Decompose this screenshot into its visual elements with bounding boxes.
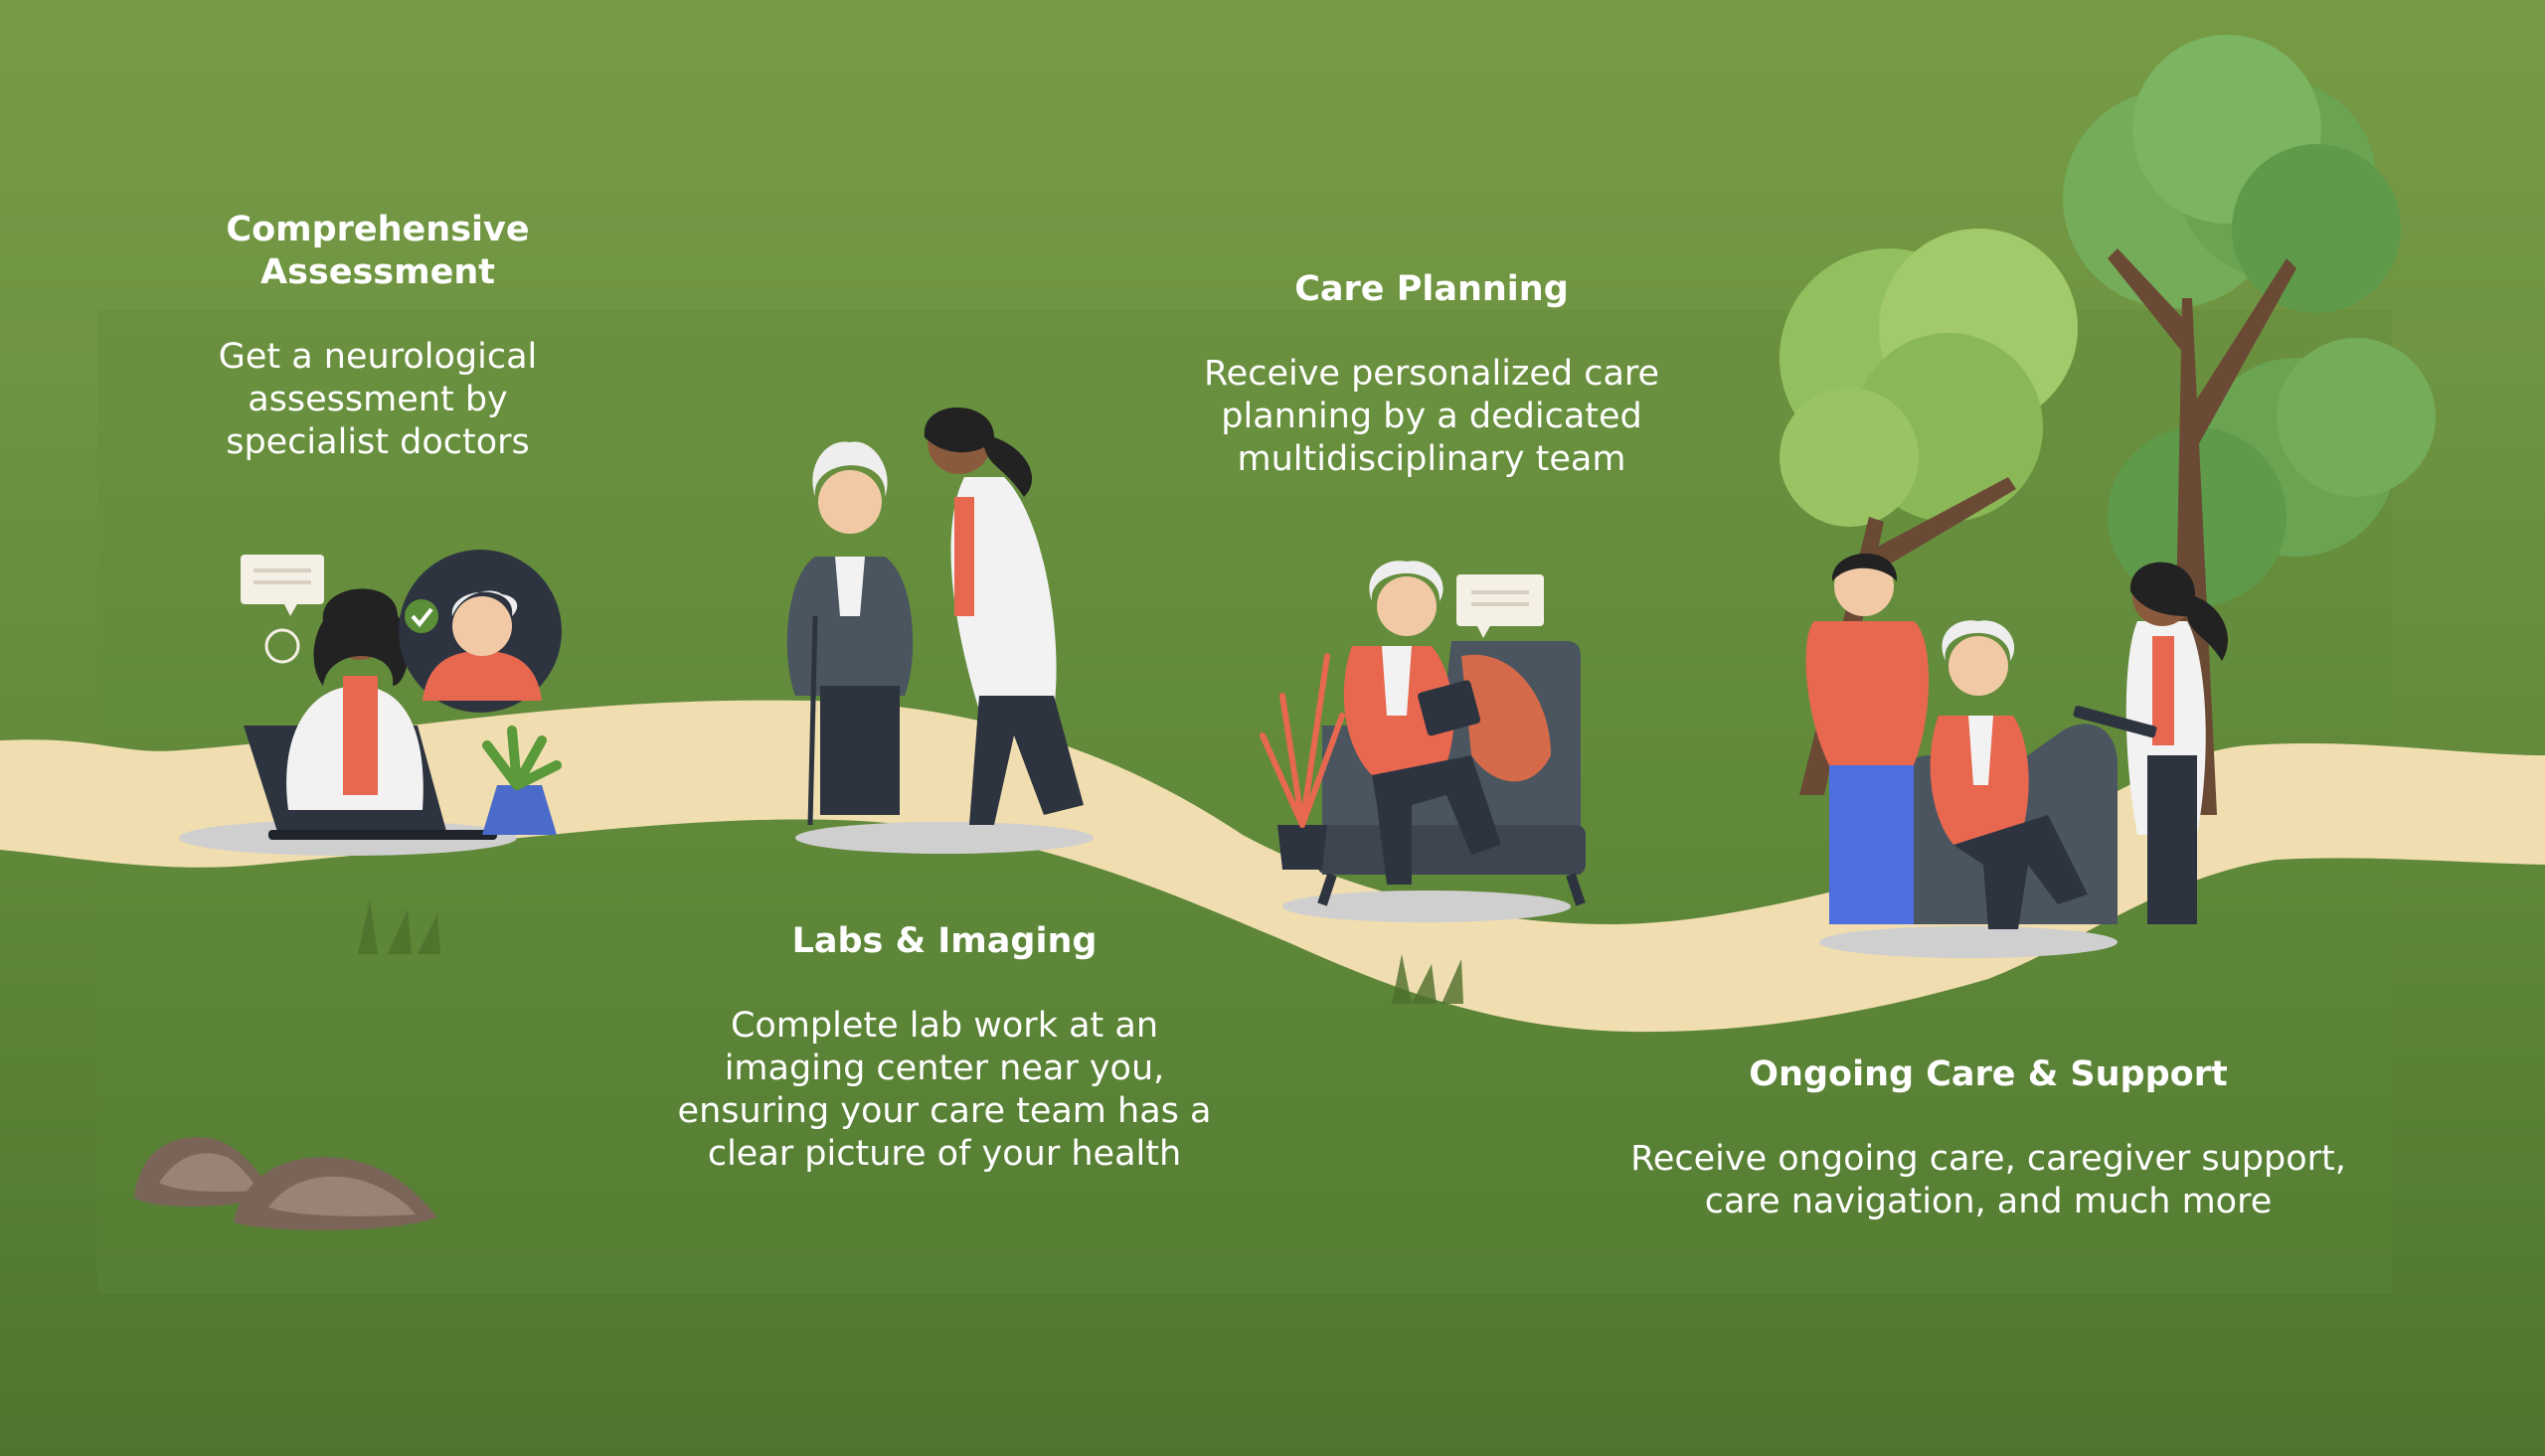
step-description: Complete lab work at an imaging center n… [677,1006,1212,1174]
step-title: Comprehensive Assessment [226,210,530,292]
grass-tuft-icon [358,899,1463,1004]
step-title: Labs & Imaging [791,921,1098,961]
step-labs-imaging: Labs & Imaging Complete lab work at an i… [656,920,1233,1176]
illustration-patient-and-doctor [786,407,1094,854]
illustration-ongoing-care-team [1805,553,2228,958]
step-comprehensive-assessment: Comprehensive Assessment Get a neurologi… [179,209,577,464]
step-title: Care Planning [1294,269,1569,309]
trees-icon [1780,35,2436,815]
step-ongoing-care-support: Ongoing Care & Support Receive ongoing c… [1611,1053,2366,1223]
rocks-icon [134,1137,437,1230]
illustration-care-planning [1260,561,1586,922]
step-description: Receive personalized care planning by a … [1203,354,1660,479]
step-title: Ongoing Care & Support [1749,1054,2228,1094]
step-description: Receive ongoing care, caregiver support,… [1630,1139,2346,1221]
step-care-planning: Care Planning Receive personalized care … [1163,268,1700,481]
illustration-video-consultation [179,550,562,856]
step-description: Get a neurological assessment by special… [218,337,538,462]
